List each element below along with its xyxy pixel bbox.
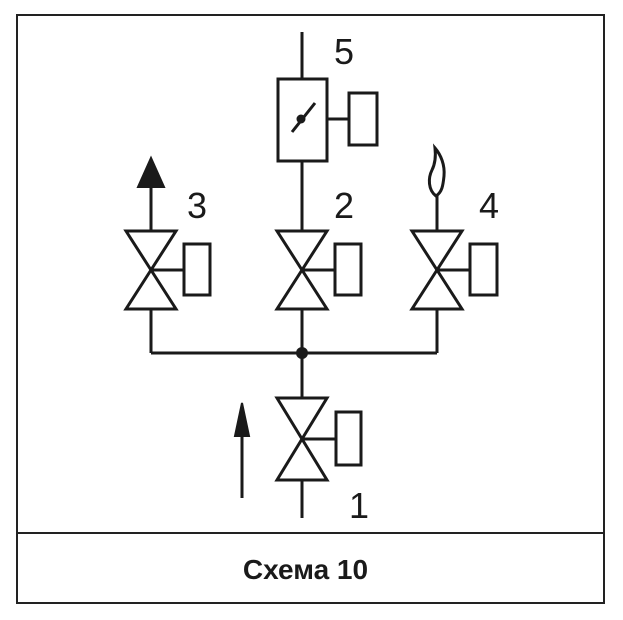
manifold-header: [149, 309, 439, 398]
pressure-gauge: [276, 77, 379, 163]
label-left: 3: [187, 185, 207, 226]
label-inlet: 1: [349, 485, 369, 526]
label-center: 2: [334, 185, 354, 226]
label-right: 4: [479, 185, 499, 226]
valve-inlet: [274, 396, 363, 482]
flame-icon: [427, 143, 446, 231]
label-top: 5: [334, 31, 354, 72]
valve-left: [123, 229, 212, 311]
diagram-caption: Схема 10: [242, 554, 369, 585]
flow-arrow: [233, 402, 251, 498]
caption-bar: Схема 10: [16, 532, 605, 604]
vent-arrow: [136, 155, 166, 231]
valve-center: [274, 229, 363, 311]
valve-right: [409, 229, 499, 311]
diagram-frame: [16, 14, 605, 604]
